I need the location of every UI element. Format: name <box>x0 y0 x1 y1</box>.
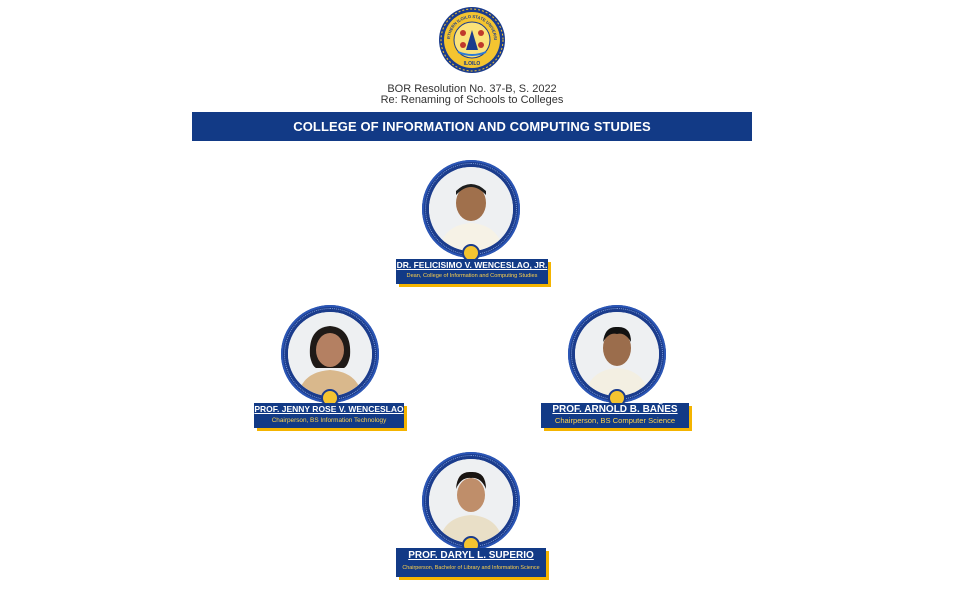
portrait-frame <box>422 452 520 550</box>
portrait-frame <box>281 305 379 403</box>
member-title: Chairperson, Bachelor of Library and Inf… <box>402 565 540 571</box>
member-title: Dean, College of Information and Computi… <box>406 273 538 279</box>
resolution-subject: Re: Renaming of Schools to Colleges <box>380 94 564 106</box>
portrait-frame <box>422 160 520 258</box>
portrait-photo <box>575 312 659 396</box>
member-name: PROF. ARNOLD B. BAÑES <box>552 404 678 415</box>
member-name: PROF. JENNY ROSE V. WENCESLAO <box>254 404 404 414</box>
member-title: Chairperson, BS Computer Science <box>554 416 676 425</box>
member-name: PROF. DARYL L. SUPERIO <box>408 550 534 561</box>
portrait-photo <box>429 459 513 543</box>
college-banner: COLLEGE OF INFORMATION AND COMPUTING STU… <box>192 112 752 141</box>
member-title: Chairperson, BS Information Technology <box>271 417 387 424</box>
member-plate: PROF. DARYL L. SUPERIO Chairperson, Bach… <box>396 548 546 577</box>
university-seal-logo: NORTHERN ILOILO STATE UNIVERSITY ILOILO <box>438 6 505 73</box>
member-plate: PROF. ARNOLD B. BAÑES Chairperson, BS Co… <box>541 403 689 428</box>
portrait-photo <box>288 312 372 396</box>
member-plate: PROF. JENNY ROSE V. WENCESLAO Chairperso… <box>254 403 404 428</box>
resolution-header: BOR Resolution No. 37-B, S. 2022 Re: Ren… <box>272 84 672 106</box>
member-plate: DR. FELICISIMO V. WENCESLAO, JR. Dean, C… <box>396 259 548 284</box>
member-name: DR. FELICISIMO V. WENCESLAO, JR. <box>396 260 548 270</box>
resolution-number: BOR Resolution No. 37-B, S. 2022 <box>387 83 557 95</box>
portrait-photo <box>429 167 513 251</box>
svg-text:ILOILO: ILOILO <box>464 61 481 67</box>
